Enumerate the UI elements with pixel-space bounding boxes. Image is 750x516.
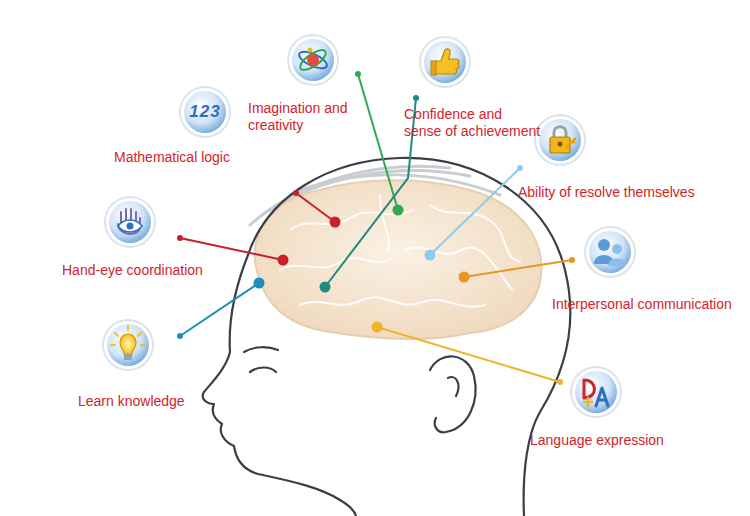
- skill-label: Hand-eye coordination: [62, 262, 203, 279]
- leader-dots: [177, 71, 575, 385]
- skill-label: Mathematical logic: [114, 149, 230, 166]
- skill-label: Learn knowledge: [78, 393, 185, 410]
- lock-icon: [550, 127, 576, 153]
- atom-icon: [297, 46, 329, 73]
- bulb-icon: [111, 326, 145, 360]
- brain: [255, 180, 542, 339]
- icon-discs: [102, 34, 636, 418]
- head-outline: [203, 158, 571, 516]
- skill-label: Imagination and creativity: [248, 100, 366, 134]
- skill-label: Ability of resolve themselves: [518, 184, 695, 201]
- people-icon: [594, 239, 626, 266]
- letters-icon: [584, 380, 608, 406]
- icon-digits: 123: [189, 102, 220, 122]
- skill-label: Language expression: [530, 432, 664, 449]
- thumb-icon: [431, 49, 459, 75]
- skill-label: Confidence and sense of achievement: [404, 106, 542, 140]
- leader-lines: [180, 74, 572, 382]
- hand-eye-icon: [118, 209, 142, 234]
- skill-label: Interpersonal communication: [552, 296, 732, 313]
